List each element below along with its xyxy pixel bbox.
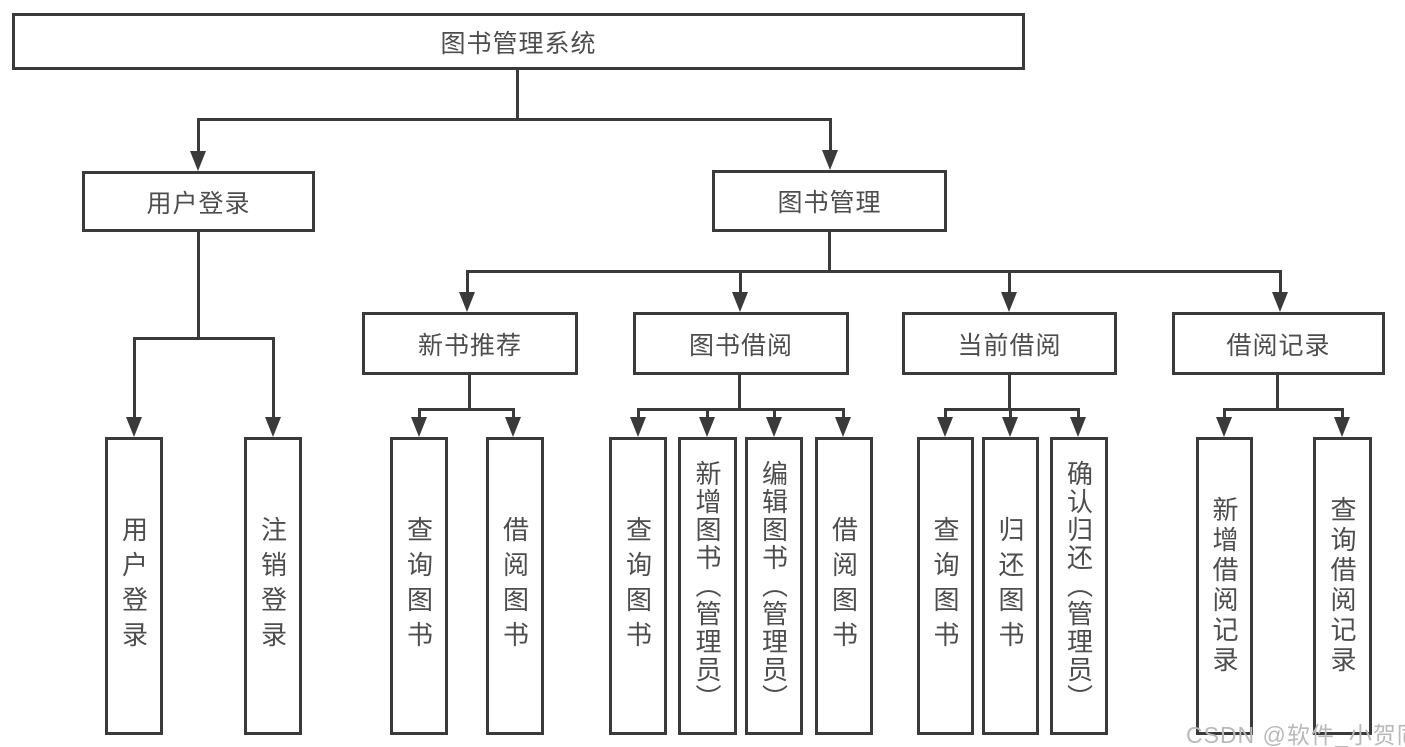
arrow-down-icon [766,417,782,437]
connector-root-hbar [198,118,831,121]
node-book-borrow-label: 图书借阅 [688,331,793,360]
connector-leaf-stem [133,337,136,420]
connector-borrowrecord-hbar [1223,408,1343,411]
connector-userlogin-stem [197,118,200,154]
arrow-down-icon [1002,417,1018,437]
leaf-label: 查询借阅记录 [1327,496,1357,676]
leaf-label: 借阅图书 [828,516,859,656]
arrow-down-icon [411,417,427,437]
leaf-add-borrow-record: 新增借阅记录 [1196,437,1253,735]
leaf-user-login: 用户登录 [105,437,163,735]
leaf-query-book-3: 查询图书 [917,437,974,735]
connector-section-stem [739,270,742,295]
leaf-borrow-book-2: 借阅图书 [815,437,873,735]
connector-newbook-hbar [418,408,514,411]
arrow-down-icon [459,292,475,312]
leaf-label: 编辑图书（管理员） [758,460,789,712]
connector-leaf-stem [944,408,947,420]
node-book-management: 图书管理 [712,170,947,232]
arrow-down-icon [190,151,206,171]
node-root-label: 图书管理系统 [440,29,597,58]
leaf-edit-book-admin: 编辑图书（管理员） [745,437,803,735]
node-current-borrow-label: 当前借阅 [957,331,1062,360]
arrow-down-icon [126,417,142,437]
arrow-down-icon [835,417,851,437]
leaf-query-borrow-record: 查询借阅记录 [1313,437,1372,735]
connector-bookmgmt-down [828,232,831,271]
arrow-down-icon [1070,417,1086,437]
arrow-down-icon [1272,292,1288,312]
connector-section-stem [1279,270,1282,295]
connector-leaf-stem [773,408,776,420]
connector-section-stem [1008,270,1011,295]
arrow-down-icon [630,417,646,437]
connector-leaf-stem [1341,408,1344,420]
connector-currentborrow-down [1008,375,1011,409]
leaf-label: 查询图书 [930,516,960,656]
leaf-label: 查询图书 [403,516,434,656]
connector-leaf-stem [272,337,275,420]
leaf-label: 确认归还（管理员） [1063,460,1094,712]
connector-root-stem [516,70,519,119]
node-book-management-label: 图书管理 [777,189,882,217]
leaf-return-book: 归还图书 [982,437,1039,735]
connector-bookmgmt-stem [829,118,832,154]
leaf-label: 借阅图书 [499,516,530,656]
connector-leaf-stem [1009,408,1012,420]
node-borrow-record: 借阅记录 [1172,312,1385,375]
connector-userlogin-hbar [133,337,274,340]
connector-leaf-stem [1223,408,1226,420]
arrow-down-icon [699,417,715,437]
connector-currentborrow-hbar [944,408,1080,411]
connector-leaf-stem [512,408,515,420]
connector-bookborrow-down [738,375,741,409]
connector-newbook-down [468,375,471,409]
leaf-logout: 注销登录 [244,437,302,735]
node-current-borrow: 当前借阅 [902,312,1117,375]
arrow-down-icon [1216,417,1232,437]
arrow-down-icon [732,292,748,312]
arrow-down-icon [1001,292,1017,312]
leaf-label: 查询图书 [622,516,653,656]
node-user-login-label: 用户登录 [146,189,251,218]
node-user-login: 用户登录 [82,171,315,232]
connector-userlogin-down [197,231,200,337]
node-root: 图书管理系统 [12,13,1025,70]
leaf-query-book-2: 查询图书 [609,437,667,735]
leaf-label: 新增图书（管理员） [692,460,722,712]
node-new-book-recommend-label: 新书推荐 [417,331,522,360]
arrow-down-icon [1334,417,1350,437]
leaf-label: 用户登录 [118,516,149,656]
node-book-borrow: 图书借阅 [633,312,849,375]
leaf-label: 新增借阅记录 [1209,496,1239,676]
connector-leaf-stem [706,408,709,420]
connector-leaf-stem [418,408,421,420]
leaf-label: 归还图书 [995,516,1025,656]
connector-section-stem [466,270,469,295]
leaf-add-book-admin: 新增图书（管理员） [678,437,737,735]
connector-bookborrow-hbar [637,408,844,411]
leaf-label: 注销登录 [257,516,288,656]
arrow-down-icon [505,417,521,437]
leaf-query-book-1: 查询图书 [390,437,448,735]
arrow-down-icon [937,417,953,437]
node-new-book-recommend: 新书推荐 [362,312,578,375]
node-borrow-record-label: 借阅记录 [1226,331,1331,360]
csdn-watermark: CSDN @软件_小贺同学 [1186,722,1405,747]
leaf-borrow-book-1: 借阅图书 [486,437,544,735]
connector-leaf-stem [637,408,640,420]
connector-leaf-stem [1077,408,1080,420]
arrow-down-icon [822,150,838,170]
connector-borrowrecord-down [1276,375,1279,409]
arrow-down-icon [265,417,281,437]
connector-bookmgmt-hbar [466,270,1282,273]
leaf-confirm-return-admin: 确认归还（管理员） [1050,437,1108,735]
connector-leaf-stem [842,408,845,420]
